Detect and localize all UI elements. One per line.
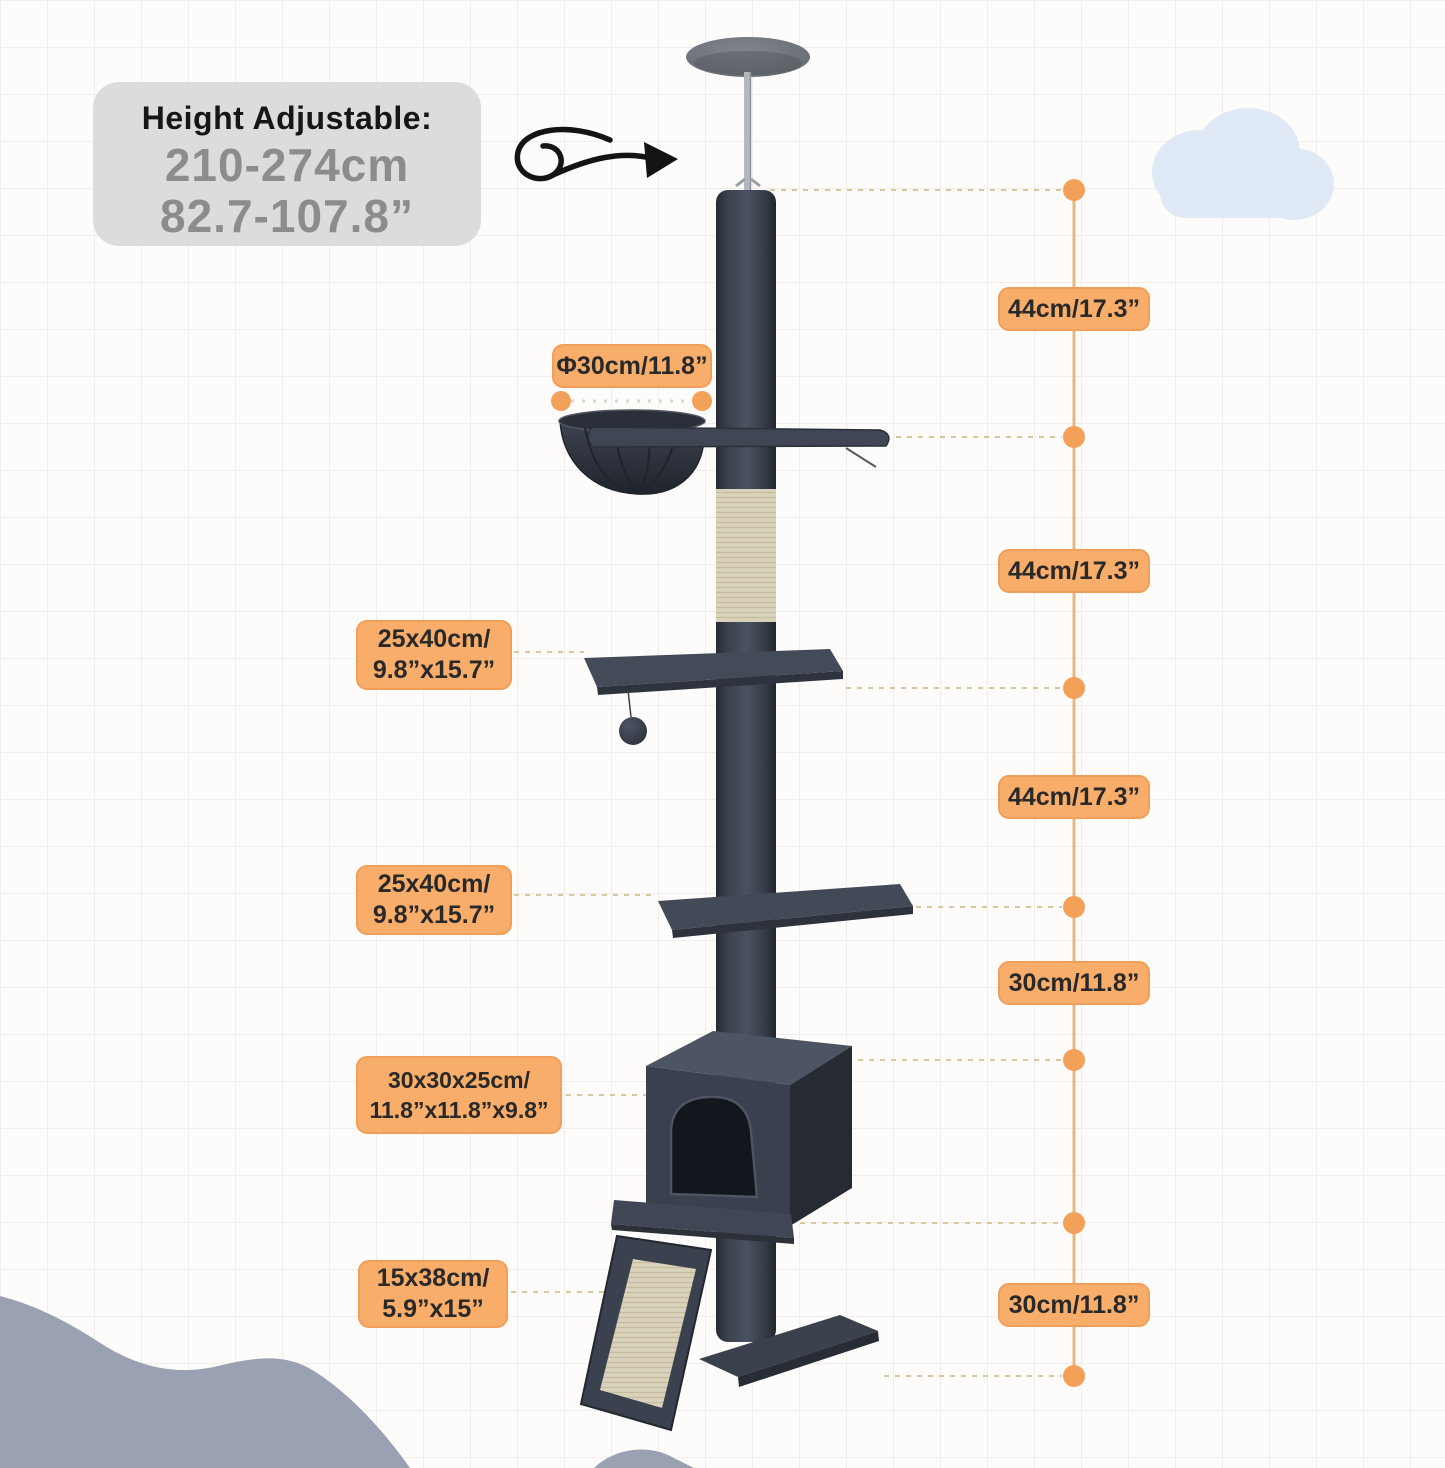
dim-label-top-44cm: 44cm/17.3” — [998, 287, 1150, 331]
support-rod — [744, 72, 751, 192]
badge-range-inch: 82.7-107.8” — [160, 190, 414, 242]
condo-doorway — [669, 1095, 759, 1199]
dim-label-low-44cm: 44cm/17.3” — [998, 775, 1150, 819]
cat-tree — [558, 37, 913, 1432]
platform-size-label-upper: 25x40cm/ 9.8”x15.7” — [356, 620, 512, 690]
hammock-platform — [587, 426, 890, 448]
hammock-diameter-label: Φ30cm/11.8” — [552, 344, 712, 388]
height-adjustable-badge: Height Adjustable: 210-274cm 82.7-107.8” — [93, 82, 481, 246]
hanging-ball-toy — [619, 689, 647, 745]
condo-ledge — [611, 1200, 794, 1244]
toy-wire — [845, 447, 877, 468]
condo-house — [646, 1031, 852, 1226]
platform-upper — [584, 649, 843, 695]
ramp-size-label: 15x38cm/ 5.9”x15” — [358, 1260, 508, 1328]
platform-lower — [658, 884, 913, 938]
cloud-icon — [1152, 108, 1334, 220]
hammock — [558, 409, 706, 495]
ceiling-pad — [686, 37, 810, 77]
dimension-guides — [511, 179, 1085, 1387]
wave-decoration — [0, 1296, 410, 1468]
badge-range-cm: 210-274cm — [164, 139, 410, 191]
scratching-ramp — [579, 1234, 713, 1432]
condo-size-label: 30x30x25cm/ 11.8”x11.8”x9.8” — [356, 1056, 562, 1134]
wave-crest-decoration — [594, 1449, 694, 1468]
dim-label-upper-30cm: 30cm/11.8” — [998, 961, 1150, 1005]
floor-base — [699, 1315, 879, 1387]
sisal-scratching-section — [716, 489, 776, 622]
badge-title: Height Adjustable: — [141, 100, 433, 136]
dim-label-mid-44cm: 44cm/17.3” — [998, 549, 1150, 593]
platform-size-label-lower: 25x40cm/ 9.8”x15.7” — [356, 865, 512, 935]
dimension-dots — [551, 179, 1085, 1387]
dim-label-lower-30cm: 30cm/11.8” — [998, 1283, 1150, 1327]
hand-drawn-arrow-icon — [514, 126, 678, 182]
